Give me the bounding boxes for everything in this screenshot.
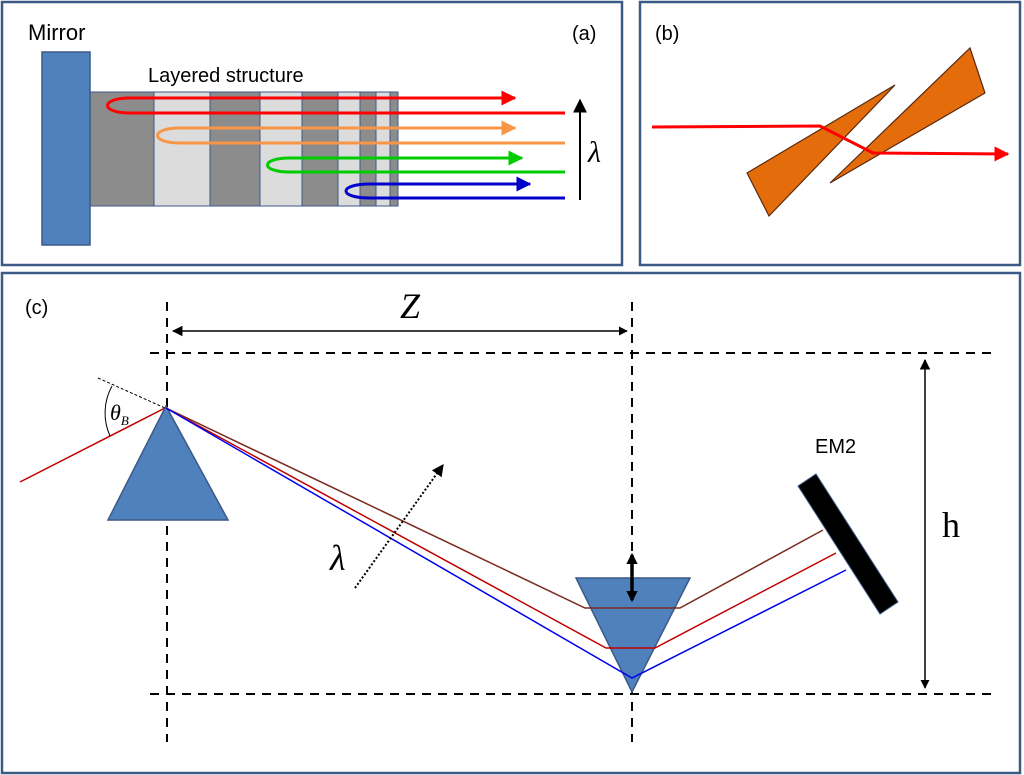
beam-brown xyxy=(165,407,824,609)
panel-a: (a) Mirror Layered structure λ xyxy=(0,0,624,267)
wedge-prism-left xyxy=(746,84,896,218)
layer xyxy=(375,91,391,207)
blue-ray xyxy=(344,176,565,200)
incident-beam xyxy=(19,407,166,483)
h-label: h xyxy=(942,505,960,545)
panel-c: (c) Z h θB λ EM2 xyxy=(0,271,1022,775)
panel-b: (b) xyxy=(638,0,1022,267)
layer xyxy=(89,91,155,207)
brewster-subscript: B xyxy=(121,413,129,428)
end-mirror-em2 xyxy=(797,473,899,615)
green-ray xyxy=(266,150,565,174)
layer xyxy=(209,91,261,207)
wavelength-symbol-c: λ xyxy=(329,538,346,578)
refracted-ray xyxy=(651,124,1010,162)
panel-a-label: (a) xyxy=(572,23,596,45)
wavelength-dotted-arrow xyxy=(354,464,444,589)
layered-structure-label: Layered structure xyxy=(148,65,304,87)
layer xyxy=(153,91,211,207)
theta-glyph: θ xyxy=(110,400,121,425)
guide-lines xyxy=(150,302,995,742)
panel-b-label: (b) xyxy=(655,23,679,45)
mirror-block xyxy=(41,51,91,246)
normal-dashed-line xyxy=(97,377,166,409)
layer xyxy=(359,91,377,207)
prism-left xyxy=(106,404,230,521)
wavelength-symbol: λ xyxy=(587,136,601,169)
layer xyxy=(259,91,303,207)
orange-ray xyxy=(156,120,565,145)
z-label: Z xyxy=(400,286,421,326)
red-ray xyxy=(106,90,565,115)
layer xyxy=(389,91,399,207)
layer xyxy=(301,91,339,207)
brewster-angle-symbol: θB xyxy=(110,400,129,428)
em2-label: EM2 xyxy=(815,436,856,458)
beam-red xyxy=(165,407,837,649)
panel-c-label: (c) xyxy=(25,297,48,319)
panel-c-frame xyxy=(0,271,1022,775)
beam-blue xyxy=(165,407,847,679)
brewster-angle-arc xyxy=(104,385,113,437)
mirror-label: Mirror xyxy=(28,20,85,45)
layered-structure xyxy=(89,91,399,207)
